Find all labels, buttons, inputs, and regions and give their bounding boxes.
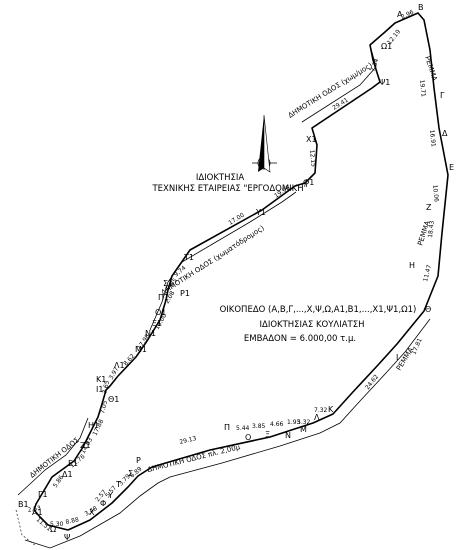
point-label: Ψ	[64, 533, 70, 542]
point-label: Τ1	[183, 253, 194, 262]
point-label: Υ	[107, 491, 113, 500]
point-label: Ψ1	[379, 78, 390, 87]
dimension-label: 5.30	[50, 521, 64, 528]
point-label: Ρ	[136, 456, 141, 465]
point-label: Φ1	[303, 178, 314, 187]
point-label: Η	[409, 261, 415, 270]
point-label: Θ	[425, 305, 431, 314]
point-label: Λ	[314, 413, 320, 422]
point-label: Φ	[100, 499, 106, 508]
middle-road-line	[149, 191, 297, 331]
dimension-label: 8.62	[122, 353, 136, 368]
point-label: Π	[224, 423, 230, 432]
point-label: Ξ1	[152, 319, 162, 328]
parcel-area: ΕΜΒΑΔΟΝ = 6.000,00 τ.μ.	[244, 334, 356, 344]
point-label: Γ1	[38, 490, 48, 499]
dimension-label: 10.06	[431, 184, 440, 202]
point-label: Χ	[89, 508, 95, 517]
north-arrow-icon	[252, 114, 277, 173]
road-label-middle: ΔΗΜΟΤΙΚΗ ΟΔΟΣ (χωματόδρομος)	[160, 224, 266, 297]
dimension-label: 3.65	[101, 380, 111, 395]
point-label: Ρ1	[180, 289, 190, 298]
dimension-label: 8.88	[65, 516, 80, 526]
point-label: Π1	[158, 293, 169, 302]
point-label: Ζ1	[80, 441, 91, 450]
dimension-label: 16.91	[428, 129, 437, 147]
point-label: Θ1	[108, 395, 119, 404]
road-label-top: ΔΗΜΟΤΙΚΗ ΟΔΟΣ (χωμ/μος)	[287, 61, 374, 120]
point-label: Σ1	[163, 279, 173, 288]
dimension-label: 19.71	[418, 79, 427, 97]
point-label: Τ	[115, 480, 121, 489]
inner-road-line	[17, 417, 89, 496]
dimension-label: 18.43	[427, 220, 436, 238]
dimension-label: 17.81	[410, 337, 423, 356]
dimension-label: 4.66	[270, 421, 284, 428]
point-label: Ν1	[145, 329, 156, 338]
dimension-label: 11.47	[422, 264, 433, 283]
dimension-label: 7.05	[99, 400, 109, 415]
point-label: Ε1	[68, 459, 78, 468]
parcel-label-line1: ΟΙΚΟΠΕΔΟ (Α,Β,Γ,...,Χ,Ψ,Ω,Α1,Β1,...,Χ1,Ψ…	[220, 305, 417, 315]
owner-label-line2: ΤΕΧΝΙΚΗΣ ΕΤΑΙΡΕΙΑΣ "ΕΡΓΟΔΟΜΙΚΗ"	[151, 184, 307, 194]
point-label: Ο1	[155, 308, 166, 317]
dimension-label: 29.13	[179, 435, 198, 446]
point-label: Ζ	[426, 203, 432, 212]
point-label: Δ	[442, 129, 448, 138]
point-label: Ι	[396, 353, 398, 362]
point-label: Ε	[449, 163, 454, 172]
point-label: Ω	[50, 525, 56, 534]
top-road-line	[301, 44, 377, 123]
point-label: Β	[418, 3, 424, 12]
point-label: Ι1	[96, 385, 103, 394]
point-label: Χ1	[306, 135, 317, 144]
point-label: Μ1	[135, 345, 147, 354]
point-label: Σ	[128, 469, 133, 478]
point-label: Ο	[245, 433, 251, 442]
dimension-label: 5.32	[297, 419, 311, 426]
point-label: Ω1	[381, 42, 392, 51]
point-label: Ξ	[265, 430, 270, 439]
point-label: Β1	[18, 500, 29, 509]
point-label: Η1	[88, 421, 99, 430]
point-label: Κ1	[96, 375, 106, 384]
road-label-bottom: ΔΗΜΟΤΙΚΗ ΟΔΟΣ πλ. 2,00μ	[147, 443, 242, 474]
dimension-label: 7.34	[369, 58, 380, 73]
dimension-label: 7.32	[314, 407, 328, 414]
dimension-label: 3.85	[252, 423, 266, 430]
point-label: Μ	[300, 425, 307, 434]
point-label: Υ1	[255, 208, 266, 217]
point-label: Δ1	[62, 470, 73, 479]
stream-label-1: ΡΕΜΜΑ	[423, 55, 439, 82]
left-dim-line	[15, 509, 37, 547]
dimension-label: 5.44	[236, 425, 250, 432]
point-label: Λ1	[114, 361, 125, 370]
point-label: Α1	[32, 508, 43, 517]
dimension-label: 2.53	[27, 505, 42, 514]
point-label: Γ	[440, 91, 445, 100]
road-label-left: ΔΗΜΟΤΙΚΗ ΟΔΟΣ	[28, 436, 80, 479]
point-label: Α	[397, 10, 403, 19]
dimension-label: 12.19	[386, 28, 402, 46]
dimension-label: 12.15	[308, 149, 317, 167]
parcel-boundary	[33, 12, 449, 531]
dimension-label: 14.03	[80, 436, 95, 455]
point-label: Κ	[328, 405, 334, 414]
parcel-label-line2: ΙΔΙΟΚΤΗΣΙΑΣ ΚΟΥΛΙΑΤΣΗ	[260, 320, 365, 330]
outer-road-line	[24, 318, 431, 549]
point-label: Ν	[285, 431, 291, 440]
owner-label-line1: ΙΔΙΟΚΤΗΣΙΑ	[196, 173, 245, 183]
dimension-label: 1.93	[287, 419, 301, 426]
